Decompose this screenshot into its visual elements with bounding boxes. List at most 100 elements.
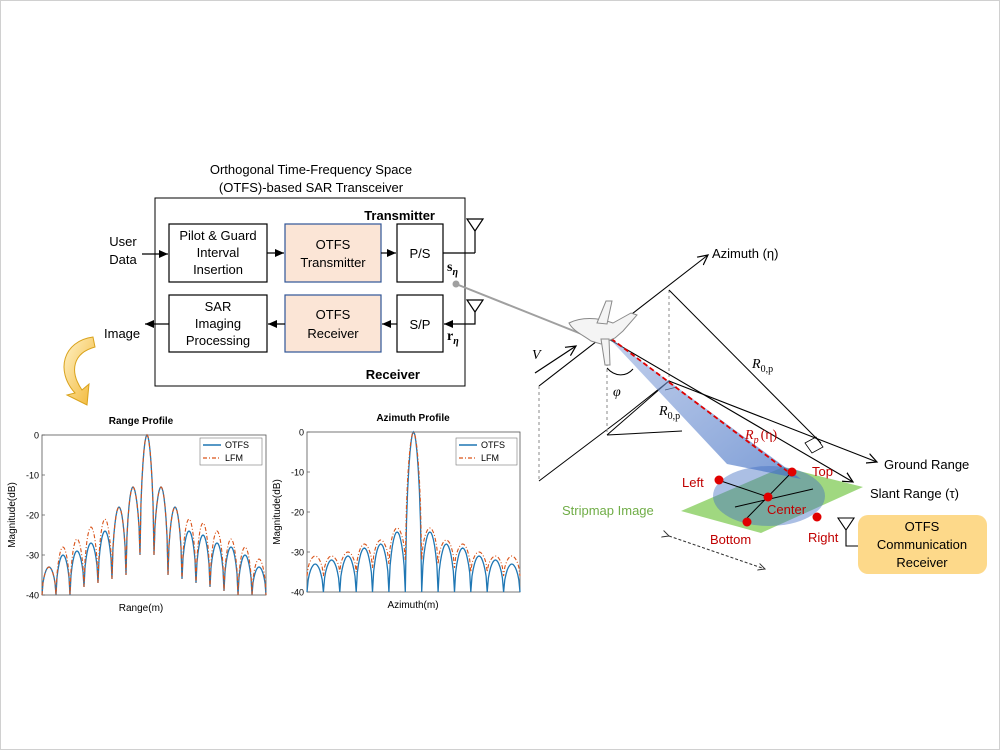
rx-feed-line [444,312,476,328]
r0p-upper-label: R0,p [751,357,773,375]
point-top-label: Top [812,464,833,479]
stripmap-extent-arrow [669,536,765,569]
link-to-aircraft [455,283,590,338]
point-left [714,475,724,485]
azimuth-series-lfm [306,431,521,577]
range-profile-chart: Range Profile 0 -10 -20 -30 -40 Range(m) Mag… [7,416,267,614]
ground-range-label: Ground Range [884,457,969,472]
image-label: Image [104,326,140,341]
point-right [812,512,822,522]
rp-distance-line [604,333,788,472]
point-top [787,467,797,477]
azimuth-ytick-label: -30 [291,548,304,558]
ps-box [396,223,444,283]
range-legend-lfm: LFM [225,453,243,463]
sp-box [396,294,444,353]
frame-base [606,430,683,436]
stripmap-image-label: Stripmap Image [562,503,654,518]
comm-line3: Receiver [896,555,948,570]
sar-line1: SAR [205,299,232,314]
azimuth-ytick-label: -20 [291,508,304,518]
pilot-guard-box [168,223,268,283]
azimuth-chart-ylabel: Magnitude(dB) [272,479,283,545]
range-chart-series [41,433,267,596]
r0p-upper-line [668,289,822,444]
rp-eta-label: Rp(η) [744,428,778,446]
comm-receiver-box [858,515,987,574]
r-eta-label: rη [447,329,459,347]
point-left-label: Left [682,475,704,490]
comm-antenna-icon [836,517,858,547]
azimuth-profile-chart: Azimuth Profile 0 -10 -20 -30 -40 Azimuth(m)… [272,413,521,611]
slant-range-axis [606,337,853,482]
sar-line2: Imaging [195,316,241,331]
sar-geometry: Left Top Center Bottom Right Azimuth (η)… [532,246,987,574]
azimuth-chart-xlabel: Azimuth(m) [387,600,438,611]
transceiver-title-line2: (OTFS)-based SAR Transceiver [219,180,404,195]
point-center-label: Center [767,502,807,517]
sp-label: S/P [410,317,431,332]
rx-antenna-icon [465,299,485,314]
azimuth-chart-title: Azimuth Profile [376,413,450,424]
azimuth-legend-otfs: OTFS [481,440,505,450]
footprint-diag-3 [720,480,772,499]
range-ytick-label: -40 [26,591,39,601]
footprint-diag-2 [734,488,814,508]
range-ytick-label: -30 [26,551,39,561]
ps-label: P/S [410,246,431,261]
otfs-tx-line2: Transmitter [300,255,366,270]
otfs-tx-line1: OTFS [316,237,351,252]
azimuth-axis-label: Azimuth (η) [712,246,778,261]
range-chart-ylabel: Magnitude(dB) [7,482,18,548]
angle-arc [606,367,634,376]
transceiver-block: Orthogonal Time-Frequency Space (OTFS)-b… [104,162,590,387]
link-dot [452,280,460,288]
pilot-line2: Interval [197,245,240,260]
azimuth-series-otfs [306,430,521,593]
range-ytick-label: -20 [26,511,39,521]
range-chart-legend: OTFS LFM [199,437,263,466]
comm-line1: OTFS [905,519,940,534]
azimuth-chart-legend: OTFS LFM [455,437,518,466]
otfs-transmitter-box [284,223,382,283]
range-chart-xlabel: Range(m) [119,603,163,614]
r0p-beam-label: R0,p [658,404,680,422]
comm-line2: Communication [877,537,967,552]
sar-line3: Processing [186,333,250,348]
point-bottom [742,517,752,527]
range-ytick-label: -10 [26,471,39,481]
otfs-receiver-box [284,294,382,353]
range-chart-yticks: 0 -10 -20 -30 -40 [26,431,45,601]
user-data-line2: Data [109,252,137,267]
azimuth-chart-yticks: 0 -10 -20 -30 -40 [291,428,310,598]
range-legend-otfs: OTFS [225,440,249,450]
velocity-arrow [534,346,576,374]
point-right-label: Right [808,530,839,545]
receiver-label: Receiver [366,367,420,382]
slant-range-label: Slant Range (τ) [870,486,959,501]
pilot-line3: Insertion [193,262,243,277]
stripmap-ground-patch [681,467,863,533]
aircraft-icon [568,300,638,366]
pilot-line1: Pilot & Guard [179,228,256,243]
s-eta-label: sη [447,260,458,278]
right-angle-marker [804,436,824,454]
range-series-otfs [41,433,267,596]
range-series-lfm [41,433,267,596]
azimuth-ytick-label: 0 [299,428,304,438]
transceiver-title-line1: Orthogonal Time-Frequency Space [210,162,412,177]
azimuth-ytick-label: -40 [291,588,304,598]
point-center [763,492,773,502]
point-bottom-label: Bottom [710,532,751,547]
azimuth-chart-series [306,430,521,593]
azimuth-ytick-label: -10 [291,468,304,478]
user-data-line1: User [109,234,137,249]
range-chart-title: Range Profile [109,416,174,427]
otfs-rx-line2: Receiver [307,326,359,341]
angle-label: φ [613,385,621,400]
velocity-label: V [532,348,542,363]
tx-antenna-icon [465,218,485,253]
range-ytick-label: 0 [34,431,39,441]
